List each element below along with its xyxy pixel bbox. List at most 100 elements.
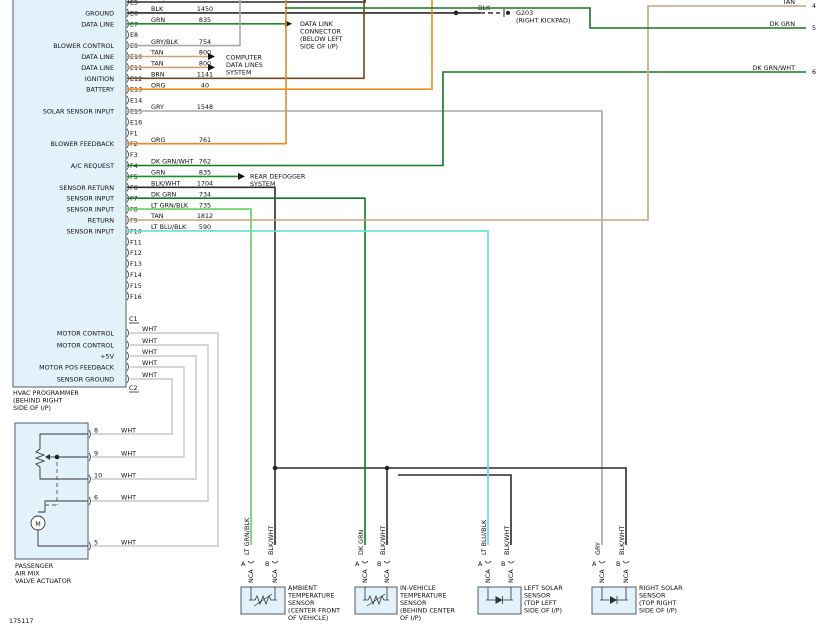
- actuator-label: PASSENGER: [15, 562, 54, 570]
- motor-letter: M: [35, 520, 41, 528]
- sensor-leftsolar-label: (TOP LEFT: [524, 599, 556, 607]
- c2-pin-tick: [126, 328, 129, 338]
- sensor-wire-a-color: LT GRN/BLK: [243, 517, 251, 555]
- wire-color-E13: ORG: [151, 81, 165, 89]
- c1-pin-tick: [126, 95, 129, 105]
- wire-f2-blower-fb: [200, 0, 287, 145]
- ground-g203-label: G203: [516, 9, 533, 17]
- c2-pin-function: +5V: [100, 353, 114, 361]
- c2-pin-tick: [126, 362, 129, 372]
- splice-return-1: [272, 465, 278, 471]
- wire-e5: [200, 0, 366, 3]
- wire-color-F9: TAN: [150, 212, 164, 220]
- sensor-pin-a-id: A: [478, 560, 483, 568]
- c2-wire-color: WHT: [142, 337, 157, 345]
- potentiometer-resistor: [34, 448, 46, 468]
- c2-pin-tick: [126, 351, 129, 361]
- c1-pin-tick: [126, 259, 129, 268]
- circuit-num-F7: 734: [199, 190, 211, 198]
- pin-function-F2: BLOWER FEEDBACK: [50, 140, 114, 148]
- sensor-pin-b-id: B: [616, 560, 620, 568]
- wire-color-E11: TAN: [150, 60, 164, 68]
- wire-color-F8: LT GRN/BLK: [151, 201, 189, 209]
- wire-color-E9: GRY/BLK: [151, 38, 179, 46]
- circuit-num-E10: 800: [199, 49, 211, 57]
- sensor-nca-label-b: NCA: [383, 569, 391, 583]
- actuator-pin-tick: [88, 429, 91, 439]
- circuit-num-F5: 835: [199, 169, 211, 177]
- sensor-wire-a-color: DK GRN: [357, 529, 365, 555]
- sensor-nca-label-a: NCA: [484, 569, 492, 583]
- pin-function-F6: SENSOR RETURN: [59, 184, 114, 192]
- c1-pin-tick: [126, 248, 129, 257]
- circuit-num-F8: 735: [199, 201, 211, 209]
- pin-id-F13: F13: [130, 260, 142, 268]
- wire-dk-grn-edge: [285, 7, 806, 29]
- sensor-pin-b-tick: [271, 560, 279, 564]
- edge-connector-num: 4: [812, 2, 816, 10]
- edge-connector-num: 6: [812, 68, 816, 76]
- sensor-nca-label-b: NCA: [271, 569, 279, 583]
- actuator-label: AIR MIX: [15, 570, 40, 578]
- sensor-ambient-label: AMBIENT: [288, 584, 317, 592]
- sensor-invehicle-label: (BEHIND CENTER: [400, 607, 456, 615]
- wire-f8-ambient: [200, 208, 252, 545]
- sensor-pin-b-id: B: [265, 560, 269, 568]
- pin-function-E9: BLOWER CONTROL: [53, 42, 114, 50]
- sensor-invehicle-label: OF I/P): [400, 614, 421, 622]
- sensor-leftsolar-label: LEFT SOLAR: [524, 584, 563, 592]
- sensor-ambient-label: OF VEHICLE): [288, 614, 328, 622]
- sensor-wire-b-color: BLK/WHT: [379, 526, 387, 555]
- circuit-num-E11: 800: [199, 60, 211, 68]
- wire-c2-to-actuator: [92, 378, 173, 435]
- c2-pin-function: MOTOR CONTROL: [57, 330, 115, 338]
- pin-function-E12: IGNITION: [85, 75, 114, 83]
- sensor-leftsolar-label: SENSOR: [524, 592, 551, 600]
- thermistor-slash: [253, 593, 273, 607]
- circuit-num-E7: 835: [199, 16, 211, 24]
- actuator-pin-tick: [88, 496, 91, 506]
- edge-wire-label: TAN: [781, 0, 795, 6]
- actuator-pin-num: 5: [94, 539, 98, 547]
- circuit-num-E9: 754: [199, 38, 211, 46]
- wire-color-F2: ORG: [151, 136, 165, 144]
- wire-color-E10: TAN: [150, 49, 164, 57]
- pin-id-E14: E14: [130, 97, 142, 105]
- hvac-programmer-label: (BEHIND RIGHT: [13, 397, 62, 405]
- actuator-wire-color: WHT: [121, 427, 136, 435]
- wire-return-leftsolar: [398, 474, 512, 545]
- thermistor-symbol: [249, 594, 277, 606]
- sensor-pin-b-id: B: [377, 560, 381, 568]
- sensor-rightsolar-body: [591, 586, 637, 615]
- thermistor-symbol: [363, 594, 389, 606]
- computer-data-callout: COMPUTER: [226, 54, 262, 62]
- sensor-invehicle-label: SENSOR: [400, 599, 427, 607]
- sensor-ambient-label: TEMPERATURE: [287, 592, 334, 600]
- sensor-wire-b-color: BLK/WHT: [267, 526, 275, 555]
- motor-lead-top: [38, 500, 88, 513]
- wire-f4-ac-request: [200, 71, 806, 167]
- pin-function-E15: SOLAR SENSOR INPUT: [43, 108, 114, 116]
- dlc-callout-label: (BELOW LEFT: [300, 35, 343, 43]
- sensor-wire-a-color: GRY: [594, 542, 602, 555]
- ground-g203-label: (RIGHT KICKPAD): [516, 16, 570, 24]
- pot-top-lead: [39, 433, 88, 449]
- sensor-pin-b-tick: [507, 560, 515, 564]
- wire-color-F4: DK GRN/WHT: [151, 158, 194, 166]
- edge-connector-num: 5: [812, 24, 816, 32]
- pin-id-F12: F12: [130, 249, 142, 257]
- sensor-pin-a-id: A: [355, 560, 360, 568]
- actuator-wire-color: WHT: [121, 472, 136, 480]
- sensor-wire-a-color: LT BLU/BLK: [480, 519, 488, 555]
- sensor-pin-b-tick: [622, 560, 630, 564]
- circuit-num-F9: 1812: [197, 212, 213, 220]
- hvac-programmer-module: [12, 0, 127, 388]
- wire-e15-solar: [200, 110, 603, 545]
- wire-color-F5: GRN: [151, 169, 165, 177]
- sensor-wire-b-color: BLK/WHT: [503, 526, 511, 555]
- wire-color-F7: DK GRN: [151, 190, 177, 198]
- figure-id: 175117: [9, 617, 33, 625]
- actuator-wire-color: WHT: [121, 539, 136, 547]
- pin-id-F14: F14: [130, 271, 142, 279]
- sensor-invehicle-body: [354, 586, 398, 615]
